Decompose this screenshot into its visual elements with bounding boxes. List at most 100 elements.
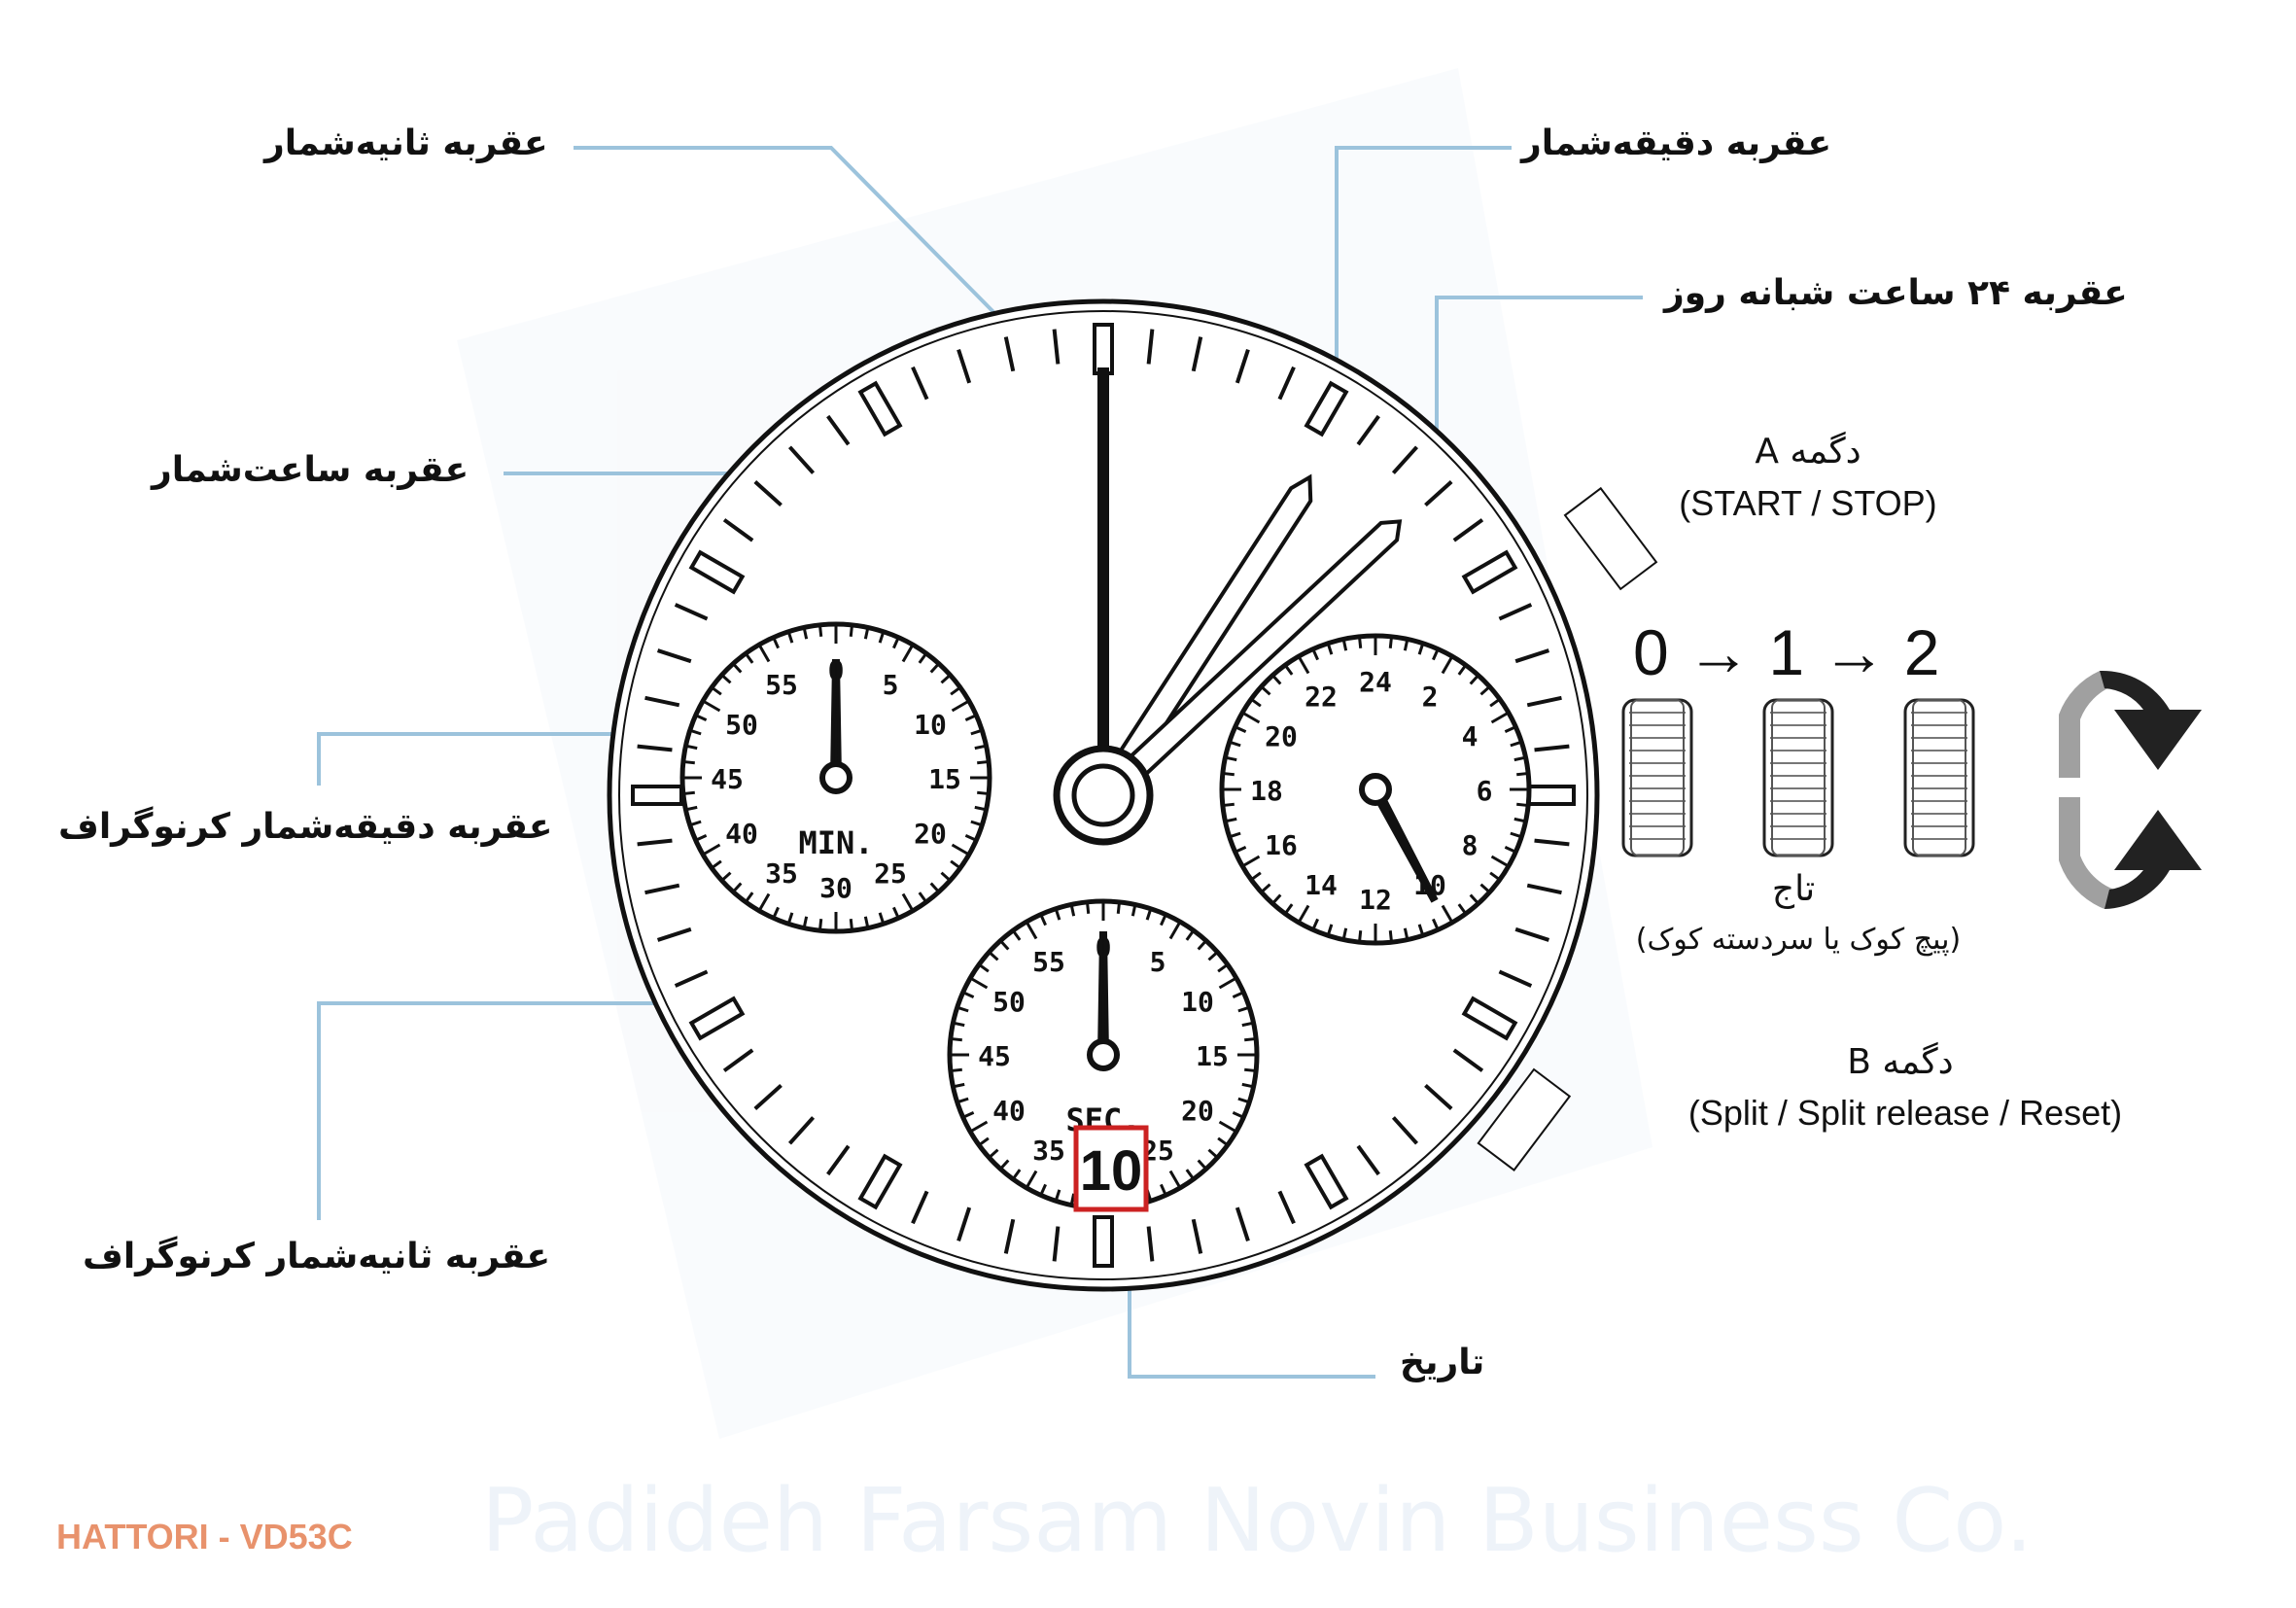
- minute-tick: [1277, 366, 1296, 401]
- subdial-tick: [1244, 1037, 1255, 1042]
- subdial-tick: [1469, 893, 1478, 903]
- subdial-tick: [684, 790, 695, 795]
- subdial-tick: [696, 715, 708, 721]
- subdial-tick: [1285, 903, 1294, 914]
- minute-tick: [644, 883, 680, 895]
- subdial-tick: [803, 629, 809, 640]
- subdial-tick: [1231, 831, 1241, 838]
- pusher-b: [1477, 1067, 1572, 1171]
- subdial-tick: [696, 834, 708, 841]
- subdial-tick: [1237, 1097, 1248, 1103]
- subdial-tick: [1131, 906, 1136, 917]
- subdial-tick: [863, 916, 869, 926]
- subdial-tick: [1227, 756, 1237, 762]
- subdial-tick: [1185, 1169, 1194, 1179]
- minute-tick: [674, 969, 709, 988]
- minute-tick: [1534, 838, 1570, 847]
- subdial-tick: [1490, 855, 1508, 867]
- subdial-tick: [990, 1148, 999, 1158]
- subdial-number: 20: [914, 818, 947, 850]
- subdial-tick: [1388, 638, 1393, 648]
- subdial-tick: [1241, 1082, 1252, 1088]
- minute-tick: [911, 366, 929, 401]
- model-name: HATTORI - VD53C: [56, 1517, 353, 1556]
- subdial-tick: [1251, 871, 1262, 880]
- minute-tick: [1452, 518, 1484, 542]
- subdial-tick: [1513, 817, 1524, 822]
- subdial-tick: [929, 882, 939, 891]
- subdial-tick: [892, 906, 899, 918]
- subdial-tick: [746, 653, 754, 664]
- subdial-number: 35: [765, 857, 798, 890]
- subdial-tick: [952, 1067, 962, 1072]
- subdial-tick: [1086, 903, 1091, 914]
- hour-marker: [1093, 1215, 1114, 1268]
- subdial-right: 24246810121416182022: [1219, 633, 1532, 946]
- minute-tick: [722, 1048, 754, 1072]
- subdial-tick: [929, 664, 939, 674]
- main-seconds-hand: [1097, 367, 1109, 747]
- label-seconds-hand: عقربه ثانیه‌شمار: [264, 123, 548, 163]
- subdial-tick: [1298, 657, 1310, 675]
- subdial-tick: [1312, 918, 1319, 929]
- hour-marker: [1093, 323, 1114, 375]
- subdial-tick: [970, 729, 981, 736]
- minute-tick: [826, 1144, 851, 1176]
- subdial-tick: [963, 1111, 975, 1118]
- subdial-tick: [1243, 712, 1261, 724]
- subdial-tick: [952, 1037, 962, 1042]
- subdial-tick: [773, 906, 780, 918]
- minute-tick: [637, 838, 673, 847]
- subdial-tick: [818, 919, 823, 929]
- subdial-tick: [712, 859, 722, 868]
- subdial-tick: [901, 646, 914, 663]
- minute-tick: [911, 1190, 929, 1225]
- crown-icon: [1762, 698, 1834, 857]
- subdial-tick: [977, 790, 988, 795]
- subdial-hand: [829, 659, 843, 780]
- subdial-tick: [977, 760, 988, 765]
- subdial-tick: [818, 626, 823, 637]
- subdial-tick: [1160, 915, 1166, 926]
- center-cap-inner: [1071, 763, 1135, 827]
- subdial-tick: [1026, 923, 1038, 940]
- minute-tick: [1424, 479, 1453, 507]
- subdial-tick: [971, 977, 989, 990]
- minute-tick: [753, 1083, 783, 1111]
- subdial-number: 10: [914, 709, 947, 741]
- minute-tick: [637, 744, 673, 752]
- subdial-tick: [964, 715, 976, 721]
- minute-tick: [753, 479, 783, 507]
- subdial-tick: [974, 745, 985, 751]
- subdial-tick: [1055, 910, 1061, 921]
- subdial-tick: [758, 646, 771, 663]
- subdial-tick: [970, 820, 981, 826]
- pusher-a: [1563, 486, 1658, 591]
- subdial-tick: [1388, 930, 1393, 941]
- subdial-tick: [990, 952, 999, 961]
- subdial-tick: [1403, 641, 1409, 651]
- subdial-tick: [687, 805, 698, 811]
- subdial-tick: [1441, 904, 1453, 922]
- subdial-number: 15: [928, 763, 961, 795]
- hour-marker: [688, 549, 746, 595]
- subdial-number: 50: [725, 709, 758, 741]
- subdial-tick: [1013, 1169, 1022, 1179]
- subdial-tick: [971, 1120, 989, 1133]
- minute-tick: [957, 1206, 972, 1242]
- subdial-tick: [1217, 1136, 1228, 1145]
- subdial-hand: [1096, 931, 1110, 1057]
- subdial-tick: [1417, 645, 1424, 655]
- subdial-tick: [758, 892, 771, 910]
- subdial-tick: [1504, 846, 1515, 853]
- subdial-left: 5505101520253035404550MIN.: [679, 621, 992, 934]
- button-a-title: دگمه A: [1755, 432, 1861, 472]
- subdial-tick: [1510, 831, 1520, 838]
- button-a-sub: (START / STOP): [1679, 483, 1937, 523]
- subdial-number: 10: [1181, 986, 1214, 1018]
- subdial-number: 50: [992, 986, 1026, 1018]
- watermark-text: Padideh Farsam Novin Business Co.: [481, 1470, 2034, 1572]
- subdial-tick: [1432, 918, 1439, 929]
- minute-tick: [656, 648, 692, 664]
